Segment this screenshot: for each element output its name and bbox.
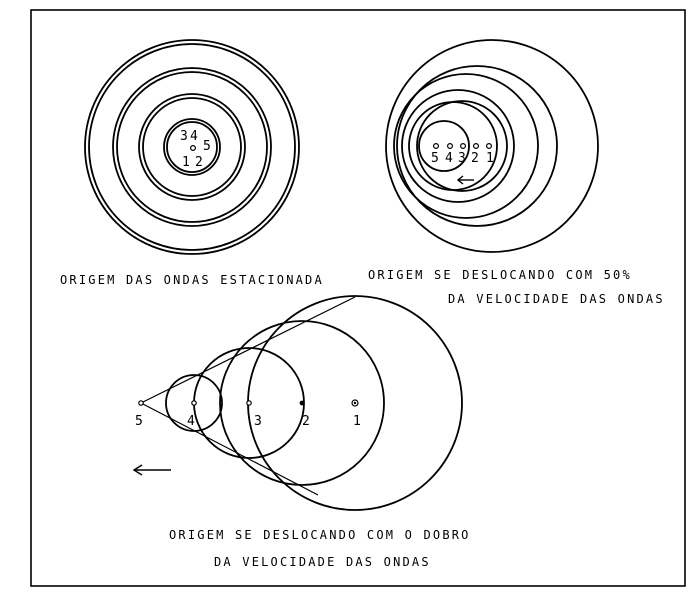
source-label: 5 [135, 414, 143, 429]
double-speed-source-diagram: 5 4 3 2 1 ORIGEM SE DESLOCANDO COM O DOB… [132, 295, 471, 569]
mach-cone-lower-line [140, 402, 319, 496]
source-label: 2 [195, 155, 203, 170]
source-label: 4 [187, 414, 195, 429]
arrow-left-icon [132, 464, 171, 476]
source-point [486, 143, 493, 150]
source-label: 3 [254, 414, 262, 429]
wavefront-ring [166, 121, 218, 173]
source-point [473, 143, 480, 150]
source-label: 3 [180, 129, 188, 144]
half-speed-caption-line1: ORIGEM SE DESLOCANDO COM 50% [368, 268, 632, 282]
source-point [447, 143, 454, 150]
stationary-caption: ORIGEM DAS ONDAS ESTACIONADA [60, 273, 324, 287]
source-point [138, 400, 144, 406]
wavefront-ring [219, 320, 385, 486]
source-point [246, 400, 252, 406]
wavefront-ring [163, 118, 221, 176]
source-point [460, 143, 467, 150]
source-label: 1 [353, 414, 361, 429]
wavefront-ring [138, 93, 246, 201]
source-label: 2 [302, 414, 310, 429]
source-label: 4 [445, 151, 453, 166]
wavefront-ring [385, 39, 599, 253]
wavefront-ring [396, 65, 558, 227]
source-label: 5 [203, 139, 211, 154]
wavefront-ring [416, 100, 508, 192]
source-label: 4 [190, 129, 198, 144]
source-point-center [353, 401, 357, 405]
source-point [190, 145, 197, 152]
wavefront-ring [401, 89, 515, 203]
wavefront-ring [116, 71, 268, 223]
stationary-source-diagram: 3 4 5 1 2 ORIGEM DAS ONDAS ESTACIONADA [60, 39, 324, 287]
wavefront-ring [84, 39, 300, 255]
source-label: 1 [486, 151, 494, 166]
arrow-left-icon [456, 175, 474, 185]
half-speed-source-diagram: 5 4 3 2 1 ORIGEM SE DESLOCANDO COM 50% D… [368, 39, 665, 306]
source-label: 1 [182, 155, 190, 170]
wavefront-ring [165, 374, 223, 432]
wavefront-ring [418, 120, 470, 172]
source-label: 3 [458, 151, 466, 166]
figure-frame [30, 9, 686, 587]
source-point [299, 400, 305, 406]
half-speed-caption-line2: DA VELOCIDADE DAS ONDAS [448, 292, 665, 306]
source-label: 2 [471, 151, 479, 166]
wavefront-ring [112, 67, 272, 227]
source-label: 5 [431, 151, 439, 166]
wavefront-ring [393, 73, 539, 219]
source-point [433, 143, 440, 150]
wavefront-ring [142, 97, 242, 197]
mach-cone-upper-line [140, 296, 356, 404]
source-point [191, 400, 197, 406]
double-speed-caption-line2: DA VELOCIDADE DAS ONDAS [214, 555, 431, 569]
wavefront-ring [88, 43, 296, 251]
double-speed-caption-line1: ORIGEM SE DESLOCANDO COM O DOBRO [169, 528, 471, 542]
